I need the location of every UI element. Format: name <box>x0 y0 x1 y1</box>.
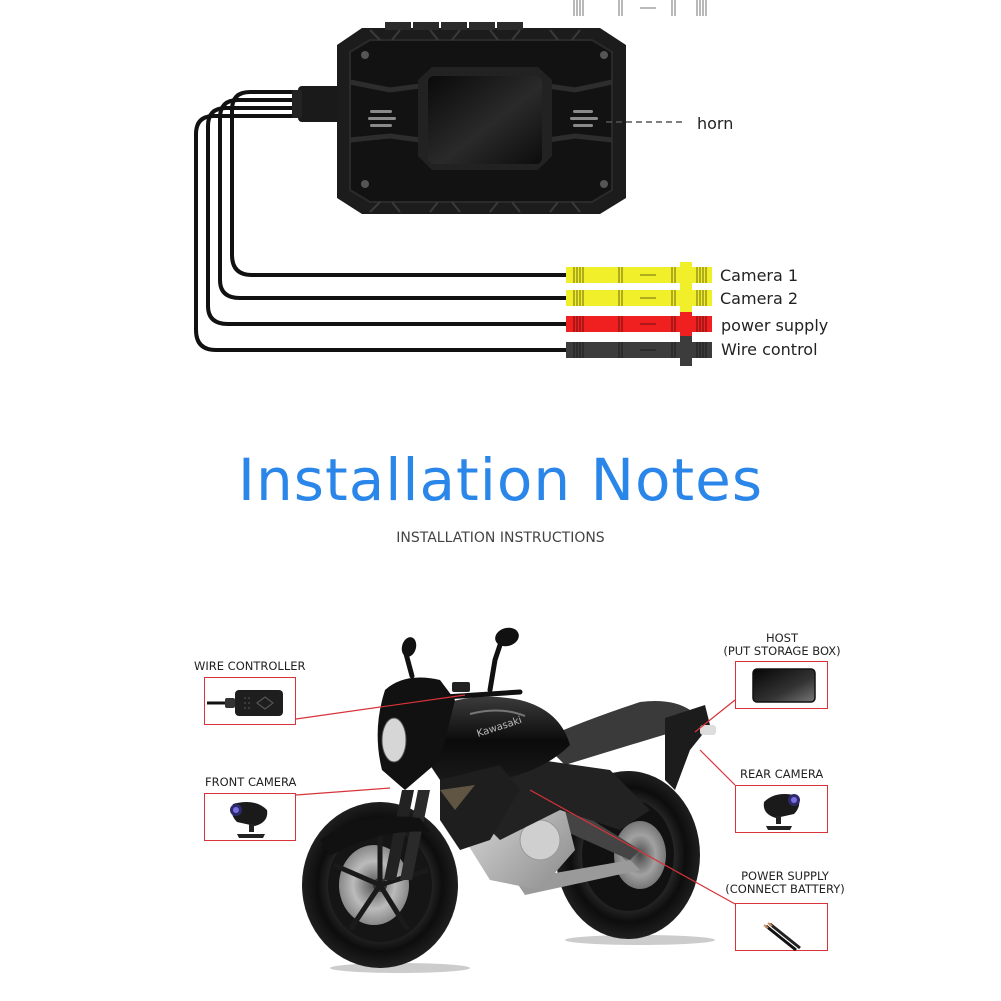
section-title: Installation Notes <box>237 446 764 514</box>
callout-label-wire-controller: WIRE CONTROLLER <box>194 659 306 673</box>
cables <box>194 90 570 352</box>
rear-camera-icon <box>763 794 800 830</box>
mirror-left <box>401 637 417 657</box>
wire-label-camera-1: Camera 1 <box>720 266 799 285</box>
headlight <box>381 717 407 763</box>
power-cable-icon <box>763 922 801 952</box>
callout-label-power-line1: POWER SUPPLY <box>741 869 829 883</box>
callout-label-host-line1: HOST <box>765 631 799 645</box>
screen <box>428 76 542 164</box>
callout-label-front-camera: FRONT CAMERA <box>205 775 297 789</box>
callout-box-front-camera <box>204 793 296 841</box>
wire-controller-icon <box>207 690 283 716</box>
callout-label-power-supply: POWER SUPPLY (CONNECT BATTERY) <box>720 870 850 896</box>
mirror-right <box>495 627 519 647</box>
callout-label-host-line2: (PUT STORAGE BOX) <box>723 644 841 658</box>
fuel-tank <box>420 696 570 785</box>
section-subtitle: INSTALLATION INSTRUCTIONS <box>396 530 605 546</box>
device-wiring-diagram <box>194 0 712 366</box>
wire-label-wire-control: Wire control <box>721 340 818 359</box>
callout-box-host <box>735 661 828 709</box>
wire-label-power-supply: power supply <box>721 316 829 335</box>
horn-label: horn <box>697 114 734 133</box>
callout-box-rear-camera <box>735 785 828 833</box>
callout-label-host: HOST (PUT STORAGE BOX) <box>712 632 852 658</box>
speaker-grill-right <box>570 110 598 127</box>
front-camera-icon <box>230 802 268 838</box>
callout-label-rear-camera: REAR CAMERA <box>740 767 824 781</box>
callout-box-power-supply <box>735 903 828 952</box>
dvr-host-device <box>337 22 626 214</box>
callout-lines <box>295 694 736 905</box>
host-device-icon <box>752 668 816 703</box>
callout-label-power-line2: (CONNECT BATTERY) <box>725 882 845 896</box>
seat <box>540 701 690 765</box>
speaker-grill-left <box>368 110 396 127</box>
callout-box-wire-controller <box>204 677 296 725</box>
wire-label-camera-2: Camera 2 <box>720 289 799 308</box>
